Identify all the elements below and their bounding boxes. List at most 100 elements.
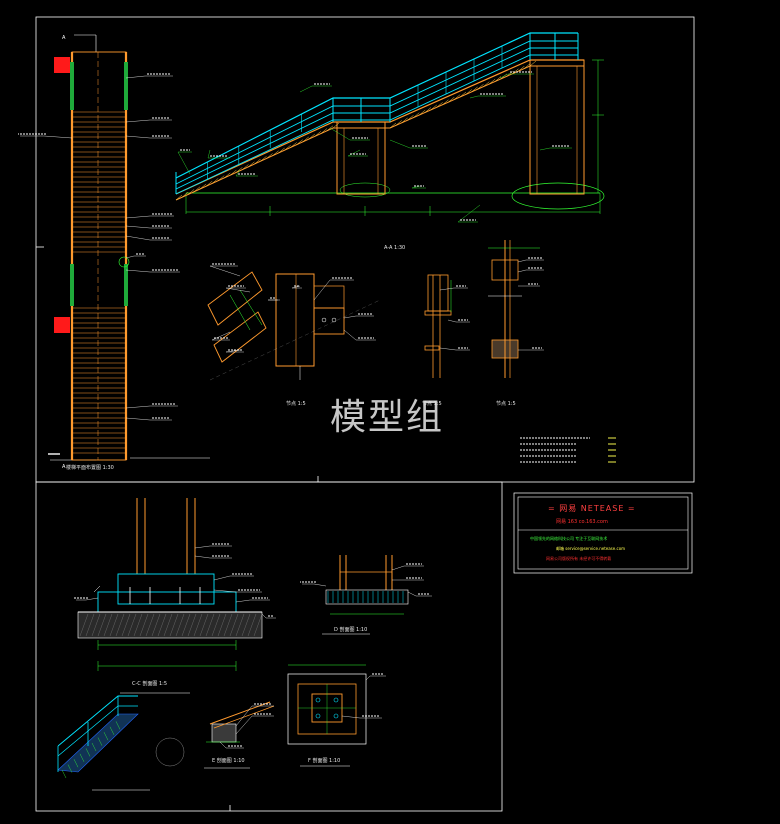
section-d-leaders [300,563,432,597]
drawing-line [79,613,89,637]
drawing-line [320,128,328,134]
title-block-line-3: 网易公司版权所有 未经许可不得转载 [546,556,612,561]
section-cc-leaders [74,543,276,619]
drawing-line [499,73,509,79]
drawing-line [241,613,251,637]
drawing-line [343,315,357,319]
drawing-line [125,269,151,273]
drawing-line [407,591,417,597]
drawing-line [278,147,285,154]
drawing-line [157,613,167,637]
drawing-line [436,102,443,108]
drawing-line [194,555,211,559]
drawing-line [261,613,267,619]
drawing-line [454,94,461,100]
stair-treads [72,111,126,454]
drawing-line [205,613,215,637]
section-f-title: F 剖面图 1:10 [308,758,341,764]
drawing-line [213,575,231,581]
drawing-line [236,167,243,173]
drawing-line [175,613,185,637]
drawing-line [299,85,313,93]
drawing-line [272,150,279,156]
drawing-line [471,86,478,93]
drawing-line [539,147,551,151]
drawing-line [439,287,455,291]
drawing-line [314,131,322,137]
drawing-line [125,135,151,139]
drawing-line [211,613,221,637]
drawing-line [219,741,227,749]
drawing-line [260,156,267,162]
drawing-line [217,613,227,637]
drawing-line [284,144,291,151]
drawing-line [459,91,467,98]
drawing-line [211,331,231,341]
drawing-line [242,164,249,170]
foundation-hatch [79,613,263,637]
drawing-line [79,753,85,762]
drawing-line [207,149,211,159]
drawing-line [439,347,457,351]
drawing-line [517,269,527,273]
drawing-line [187,613,197,637]
isometric-hatch [61,721,121,779]
drawing-line [365,675,371,681]
drawing-line [97,613,107,637]
detail-3-leaders [517,257,544,351]
drawing-line [133,613,143,637]
section-e [204,701,275,769]
drawing-line [235,599,251,603]
drawing-line [125,417,151,421]
section-d-grating [327,591,404,603]
stair-plan-view: A A [48,34,210,470]
drawing-line [465,89,472,95]
drawing-line [127,613,137,637]
drawing-line [395,120,402,126]
drawing-line [529,60,537,67]
drawing-line [125,215,151,219]
elevation-annotation-leaders [177,71,572,223]
drawing-line [424,107,432,113]
drawing-line [500,73,507,80]
drawing-line [518,65,525,72]
drawing-line [175,194,183,201]
svg-text:A: A [62,35,66,41]
drawing-line [43,135,73,139]
drawing-line [193,613,203,637]
drawing-line [73,759,79,768]
drawing-line [223,613,233,637]
sheet-frames [35,16,695,812]
title-block-line-1: 中国领先的网络科技公司 专注于互联网技术 [530,536,608,541]
drawing-line [313,583,327,587]
detail-1-leaders [209,263,376,353]
drawing-line [235,169,241,177]
drawing-line [308,133,316,140]
title-block-brand: = 网易 NETEASE = [548,504,636,513]
drawing-line [247,613,257,637]
drawing-line [163,613,173,637]
section-f-leaders [341,673,386,719]
drawing-line [125,75,146,79]
drawing-line [218,175,225,181]
drawing-line [235,613,245,637]
drawing-line [512,68,519,74]
drawing-line [103,732,109,741]
drawing-line [332,122,340,129]
detail-2-leaders [439,285,470,351]
drawing-line [181,192,189,198]
plan-annotation-leaders [18,73,180,421]
drawing-line [225,287,251,293]
svg-text:A: A [62,464,66,470]
elevation-treads [175,60,537,201]
drawing-line [469,95,479,99]
drawing-line [401,117,408,124]
drawing-line [447,319,457,323]
title-block-line-2: 邮箱 service@service.netease.com [556,546,626,551]
drawing-line [139,613,149,637]
plan-view-title: 楼梯平面布置图 1:30 [66,465,114,471]
drawing-line [266,153,273,159]
drawing-line [489,78,496,85]
general-notes [520,437,616,463]
